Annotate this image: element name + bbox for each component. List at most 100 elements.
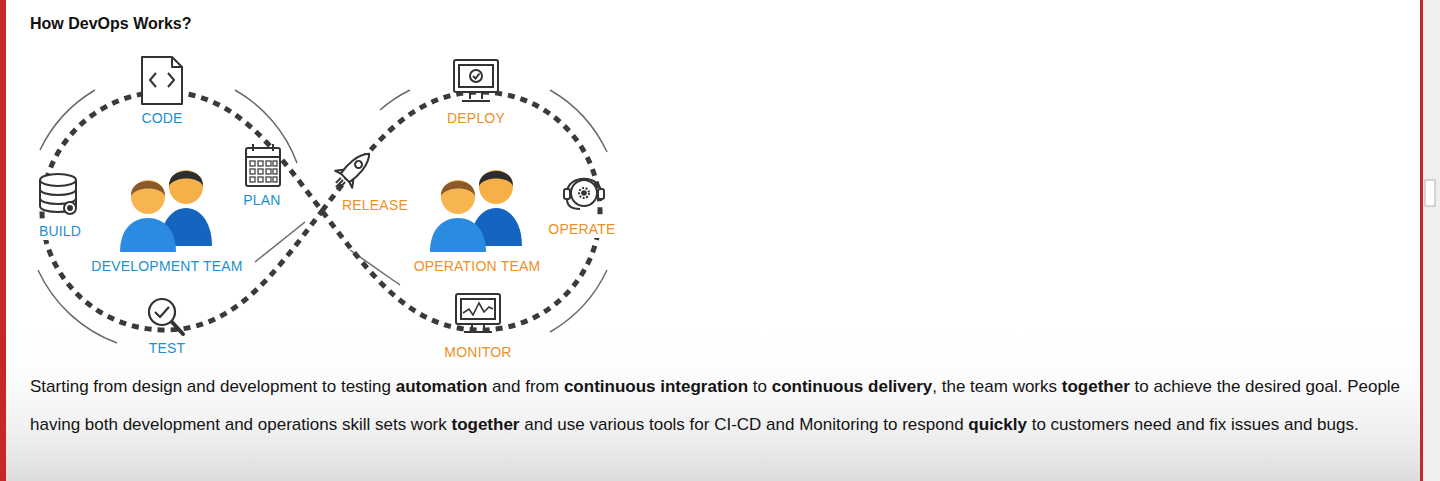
deploy-monitor-icon: [454, 60, 498, 92]
body-paragraph: Starting from design and development to …: [30, 368, 1415, 443]
headset-icon: [579, 188, 589, 198]
code-icon: [142, 57, 182, 104]
stage-label: TEST: [149, 340, 186, 356]
scrollbar-strip: [1423, 0, 1440, 481]
people-figure: [441, 181, 475, 196]
calendar-icon: [250, 161, 277, 182]
headset-icon: [598, 189, 604, 199]
monitor-chart-icon: [461, 299, 495, 319]
deploy-monitor-icon: [473, 74, 480, 79]
magnifier-icon: [149, 299, 183, 334]
rocket-icon: [334, 178, 345, 189]
people-figure: [120, 170, 212, 252]
monitor-chart-icon: [472, 324, 484, 330]
calendar-icon: [266, 169, 271, 174]
body-text: to: [753, 377, 767, 396]
people-figure: [441, 180, 475, 214]
bold-term: continuous delivery: [772, 377, 933, 396]
bottom-shade: [0, 330, 1420, 481]
monitor-chart-icon: [464, 331, 492, 333]
bold-term: continuous integration: [564, 377, 748, 396]
deploy-monitor-icon: [454, 60, 498, 101]
database-icon: [40, 174, 76, 214]
people-figure: [131, 181, 165, 196]
body-text: , the team works: [932, 377, 1057, 396]
magnifier-icon: [149, 299, 175, 325]
magnifier-icon: [171, 321, 183, 334]
people-figure: [479, 171, 513, 186]
database-icon: [68, 206, 72, 210]
stage-label: CODE: [141, 110, 182, 126]
people-figure: [169, 170, 203, 204]
calendar-icon: [272, 144, 274, 151]
deploy-monitor-icon: [470, 70, 482, 82]
database-icon: [40, 189, 76, 195]
bold-term: automation: [396, 377, 488, 396]
database-icon: [40, 174, 76, 186]
team-label: DEVELOPMENT TEAM: [91, 258, 242, 274]
calendar-icon: [258, 161, 263, 166]
stage-label: OPERATE: [545, 220, 618, 238]
calendar-icon: [250, 177, 255, 182]
code-icon: [172, 57, 182, 67]
frame-border: [0, 0, 6, 481]
headset-icon: [582, 191, 586, 195]
calendar-icon: [258, 169, 263, 174]
people-figure: [131, 180, 165, 214]
calendar-icon: [246, 144, 280, 186]
stage-label: DEPLOY: [447, 110, 505, 126]
headset-icon: [564, 189, 570, 199]
calendar-icon: [252, 144, 254, 151]
calendar-icon: [273, 161, 277, 166]
bold-term: together: [1062, 377, 1130, 396]
body-text: and use various tools for CI-CD and Moni…: [524, 415, 963, 434]
calendar-icon: [246, 156, 280, 158]
page-title: How DevOps Works?: [30, 15, 192, 33]
stage-label: RELEASE: [339, 196, 411, 214]
monitor-chart-icon: [456, 294, 500, 324]
scrollbar-thumb: [1425, 180, 1435, 206]
calendar-icon: [266, 177, 271, 182]
calendar-icon: [273, 169, 277, 174]
infinity-loop: [42, 92, 600, 330]
rocket-icon: [327, 145, 377, 195]
headset-icon: [571, 180, 597, 206]
people-figure: [169, 171, 203, 186]
headset-icon: [564, 179, 604, 209]
people-figure: [430, 170, 522, 252]
calendar-icon: [250, 169, 255, 174]
monitor-chart-icon: [456, 294, 500, 332]
database-icon: [64, 202, 76, 214]
thin-arcs: [38, 270, 117, 343]
bold-term: quickly: [968, 415, 1027, 434]
bold-term: together: [451, 415, 519, 434]
code-icon: [168, 73, 174, 87]
magnifier-icon: [155, 307, 169, 317]
calendar-icon: [266, 161, 271, 166]
deploy-monitor-icon: [470, 92, 482, 99]
body-text: Starting from design and development to …: [30, 377, 391, 396]
body-text: and from: [492, 377, 559, 396]
body-text: to customers need and fix issues and bug…: [1032, 415, 1359, 434]
thin-arcs: [38, 90, 607, 343]
rocket-icon: [354, 160, 364, 170]
stage-label: BUILD: [36, 222, 84, 240]
stage-label: MONITOR: [444, 344, 511, 360]
monitor-chart-icon: [463, 303, 493, 315]
team-label: OPERATION TEAM: [414, 258, 541, 274]
people-figure: [479, 170, 513, 204]
frame-border: [1420, 0, 1423, 481]
deploy-monitor-icon: [459, 65, 493, 87]
calendar-icon: [250, 161, 255, 166]
deploy-monitor-icon: [462, 100, 490, 102]
people-figure: [120, 218, 176, 252]
code-icon: [150, 73, 156, 87]
rocket-icon: [340, 149, 374, 183]
calendar-icon: [273, 177, 277, 182]
headset-icon: [567, 199, 580, 209]
code-icon: [142, 57, 182, 104]
thin-arcs: [380, 90, 410, 110]
stage-label: PLAN: [240, 191, 283, 209]
